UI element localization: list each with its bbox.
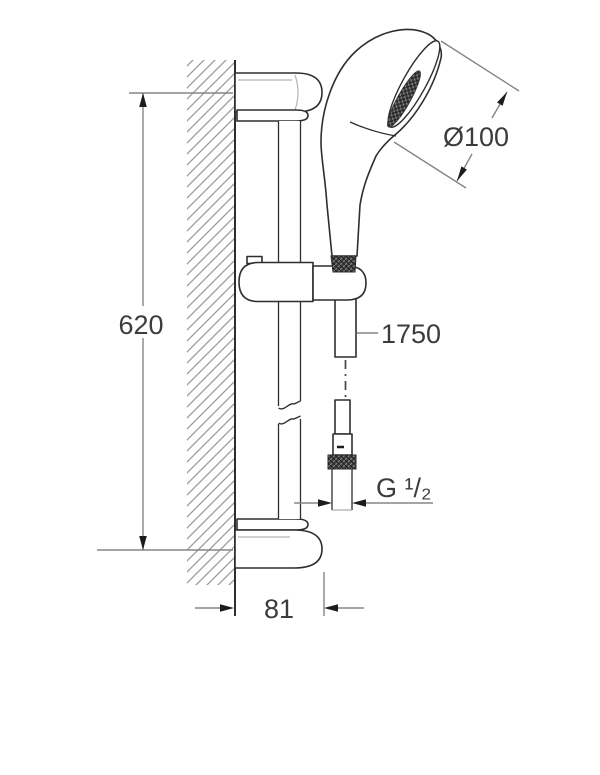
handle-knurl-band [330,255,357,273]
dim-thread-size-label: G ¹/₂ [376,473,431,503]
dim-head-diameter-label: Ø100 [443,122,509,152]
hose-thread [331,469,353,511]
bottom-bracket-collar [236,518,309,531]
arrow-up-right-icon [497,92,507,106]
wall-hatch [187,60,235,585]
bottom-bracket [234,529,323,569]
top-bracket-collar [236,109,309,122]
shower-rail [277,121,302,519]
hose-lower [334,399,351,435]
shower-hose-end [327,360,357,511]
arrow-right-icon [318,499,332,507]
arrow-left-icon [352,499,366,507]
rail-clamp [238,261,314,303]
dim-rail-height: 620 [97,92,233,551]
dim-head-diameter: Ø100 [393,40,520,189]
rail-break-upper [278,400,301,410]
hand-shower [320,28,443,257]
hose-knurled-nut [327,454,357,470]
arrow-down-left-icon [457,166,467,181]
dim-wall-offset: 81 [195,572,364,624]
hose-ferrule [332,433,353,456]
arrow-down-icon [139,536,147,550]
dim-thread-size: G ¹/₂ [294,473,433,507]
dim-rail-height-label: 620 [118,310,163,340]
arrow-up-icon [139,93,147,107]
rail-break-lower [278,415,301,425]
slider-holder [238,255,367,358]
spray-nozzle-field [387,70,421,128]
head-handle-seam [349,121,397,137]
dim-hose-length: 1750 [357,319,441,349]
hose-upper [334,298,357,358]
arrow-right-icon [220,604,234,612]
top-bracket [234,72,323,113]
dim-hose-length-label: 1750 [381,319,441,349]
arrow-left-icon [324,604,338,612]
dim-wall-offset-label: 81 [264,594,294,624]
